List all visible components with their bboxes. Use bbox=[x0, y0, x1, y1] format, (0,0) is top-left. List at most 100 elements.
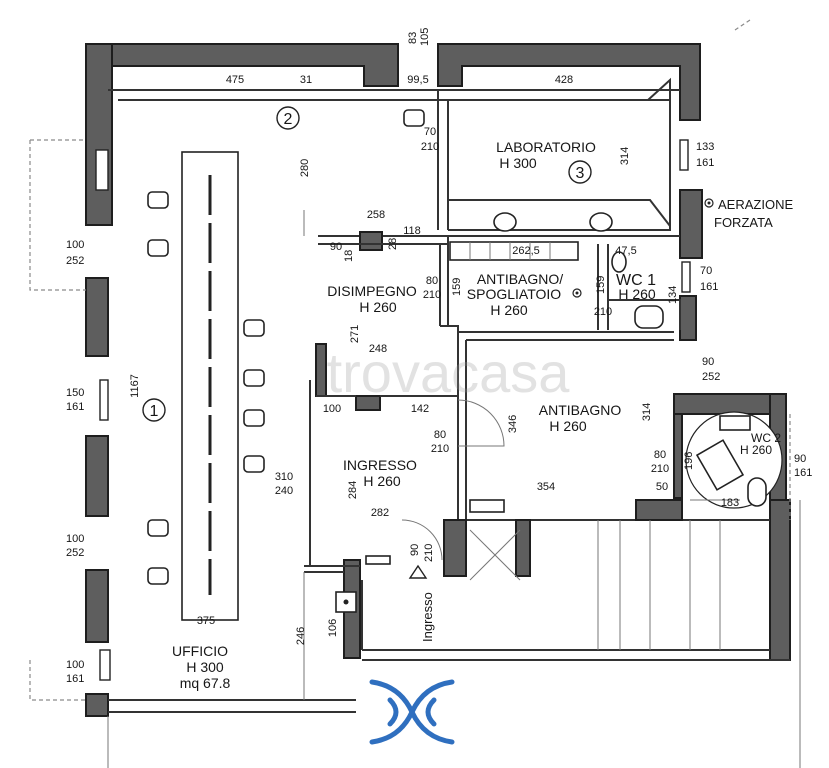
entrance-label: Ingresso bbox=[420, 592, 435, 642]
room-number-2: 2 bbox=[284, 111, 293, 128]
dim-252-b: 252 bbox=[66, 255, 84, 267]
dim-99-5: 99,5 bbox=[407, 74, 428, 86]
dim-161-e: 161 bbox=[66, 673, 84, 685]
dim-210-f: 210 bbox=[423, 544, 435, 562]
room-number-1: 1 bbox=[150, 403, 159, 420]
room-number-3: 3 bbox=[576, 165, 585, 182]
dim-50: 50 bbox=[656, 481, 668, 493]
stair-lines bbox=[469, 520, 721, 650]
dim-100-c: 100 bbox=[66, 533, 84, 545]
dim-90-d: 90 bbox=[409, 544, 421, 556]
dim-210-e: 210 bbox=[651, 463, 669, 475]
watermark: trovacasa bbox=[327, 341, 571, 404]
ventilation-icon bbox=[704, 198, 714, 208]
room-antibagno-height: H 260 bbox=[549, 418, 587, 434]
dim-271: 271 bbox=[349, 325, 361, 343]
dim-1167: 1167 bbox=[129, 374, 141, 398]
room-ufficio-name: UFFICIO bbox=[172, 643, 228, 659]
room-ingresso-height: H 260 bbox=[363, 473, 401, 489]
dim-196: 196 bbox=[683, 452, 695, 470]
room-wc2-height: H 260 bbox=[740, 443, 772, 457]
dim-375: 375 bbox=[197, 615, 215, 627]
dim-80-c: 80 bbox=[654, 449, 666, 461]
dim-90-a: 90 bbox=[330, 241, 342, 253]
dim-161-c: 161 bbox=[66, 401, 84, 413]
dim-183: 183 bbox=[721, 497, 739, 509]
room-number-markers: 1 2 3 bbox=[142, 106, 592, 422]
room-antibagno-name: ANTIBAGNO bbox=[539, 402, 622, 418]
dim-159-a: 159 bbox=[451, 278, 463, 296]
office-desk bbox=[181, 151, 239, 621]
dim-346: 346 bbox=[507, 415, 519, 433]
dim-282: 282 bbox=[371, 507, 389, 519]
dim-428: 428 bbox=[555, 74, 573, 86]
dim-28: 28 bbox=[387, 238, 399, 250]
dim-161-d: 161 bbox=[794, 467, 812, 479]
dim-246: 246 bbox=[295, 627, 307, 645]
room-ufficio-area: mq 67.8 bbox=[180, 675, 231, 691]
dim-133: 133 bbox=[696, 141, 714, 153]
dim-31: 31 bbox=[300, 74, 312, 86]
dim-310: 310 bbox=[275, 471, 293, 483]
ventilation-icon bbox=[572, 288, 582, 298]
dim-210-a: 210 bbox=[421, 141, 439, 153]
entrance-arrow bbox=[408, 564, 428, 579]
dim-280: 280 bbox=[299, 159, 311, 177]
agency-logo bbox=[369, 679, 455, 745]
room-disimpegno-name: DISIMPEGNO bbox=[327, 283, 417, 299]
dim-100-d: 100 bbox=[66, 659, 84, 671]
dim-161-a: 161 bbox=[696, 157, 714, 169]
dashed-outline bbox=[29, 19, 791, 701]
dim-70-b: 70 bbox=[700, 265, 712, 277]
dim-210-b: 210 bbox=[423, 289, 441, 301]
dim-284: 284 bbox=[347, 481, 359, 499]
dim-118: 118 bbox=[403, 225, 421, 237]
dim-314-a: 314 bbox=[619, 147, 631, 165]
dim-100-b: 100 bbox=[323, 403, 341, 415]
dim-100-a: 100 bbox=[66, 239, 84, 251]
dim-210-d: 210 bbox=[431, 443, 449, 455]
room-wc1-name: WC 1 bbox=[616, 272, 656, 289]
room-labels: UFFICIO H 300 mq 67.8 LABORATORIO H 300 … bbox=[172, 139, 793, 691]
room-wc1-height: H 260 bbox=[618, 286, 656, 302]
dim-134: 134 bbox=[667, 286, 679, 304]
dim-262-5: 262,5 bbox=[512, 245, 540, 257]
dim-150: 150 bbox=[66, 387, 84, 399]
dim-90-b: 90 bbox=[702, 356, 714, 368]
wc2-fixtures bbox=[685, 411, 783, 509]
dim-80-b: 80 bbox=[434, 429, 446, 441]
dim-106: 106 bbox=[327, 619, 339, 637]
dim-70: 70 bbox=[424, 126, 436, 138]
room-disimpegno-height: H 260 bbox=[359, 299, 397, 315]
dim-252-c: 252 bbox=[66, 547, 84, 559]
dim-105: 105 bbox=[419, 28, 431, 46]
door-swings bbox=[303, 210, 505, 561]
dim-161-b: 161 bbox=[700, 281, 718, 293]
dimension-labels: 475 31 83 105 99,5 428 70 210 280 314 13… bbox=[66, 28, 812, 685]
watermark-text: trovacasa bbox=[327, 341, 571, 404]
room-antibagno-spogliatoio-line1: ANTIBAGNO/ bbox=[477, 271, 563, 287]
office-chairs bbox=[147, 109, 425, 585]
dim-258: 258 bbox=[367, 209, 385, 221]
dim-80-a: 80 bbox=[426, 275, 438, 287]
room-laboratorio-name: LABORATORIO bbox=[496, 139, 596, 155]
room-ufficio-height: H 300 bbox=[186, 659, 224, 675]
dim-159-b: 159 bbox=[595, 276, 607, 294]
dim-210-c: 210 bbox=[594, 306, 612, 318]
dim-83: 83 bbox=[407, 32, 419, 44]
dim-248: 248 bbox=[369, 343, 387, 355]
dim-18: 18 bbox=[343, 250, 355, 262]
room-laboratorio-height: H 300 bbox=[499, 155, 537, 171]
room-wc2-name: WC 2 bbox=[751, 431, 781, 445]
dim-47-5: 47,5 bbox=[615, 245, 636, 257]
dim-475: 475 bbox=[226, 74, 244, 86]
room-antibagno-spogliatoio-line2: SPOGLIATOIO bbox=[467, 286, 562, 302]
lab-fixtures bbox=[335, 212, 664, 613]
dim-240: 240 bbox=[275, 485, 293, 497]
aerazione-line1: AERAZIONE bbox=[718, 197, 793, 212]
dim-142: 142 bbox=[411, 403, 429, 415]
windows bbox=[95, 139, 691, 681]
room-ingresso-name: INGRESSO bbox=[343, 457, 417, 473]
dim-314-b: 314 bbox=[641, 403, 653, 421]
